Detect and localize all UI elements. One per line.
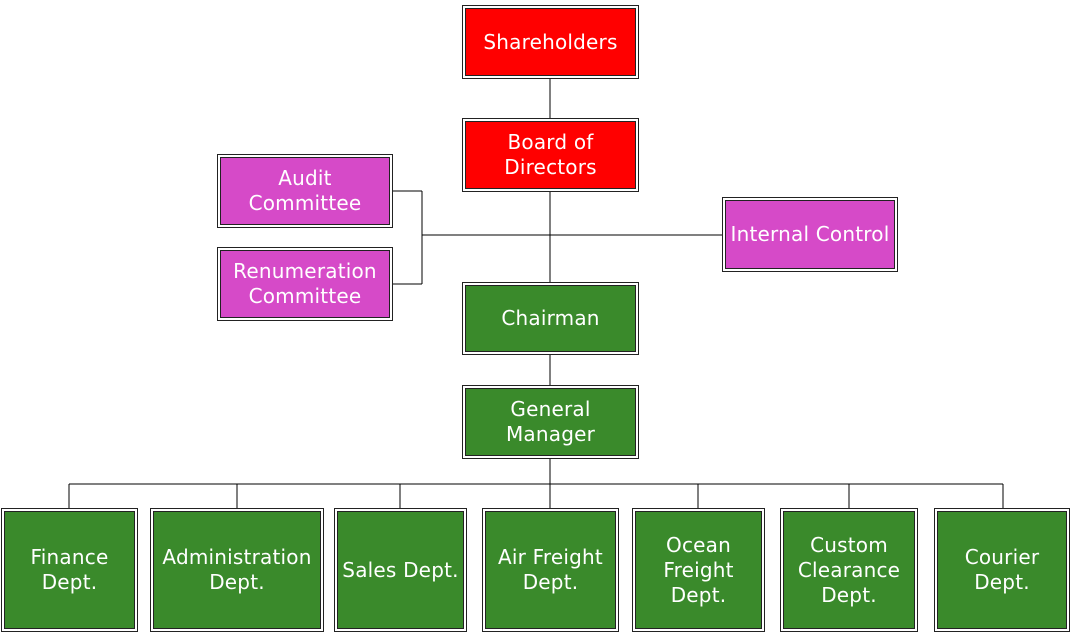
node-board-of-directors-label: Board of Directors bbox=[465, 121, 636, 189]
node-sales-dept-label: Sales Dept. bbox=[337, 511, 464, 629]
node-ocean-freight-dept-label: Ocean Freight Dept. bbox=[635, 511, 762, 629]
node-board-of-directors: Board of Directors bbox=[462, 118, 639, 192]
node-air-freight-dept-label: Air Freight Dept. bbox=[485, 511, 616, 629]
node-finance-dept-label: Finance Dept. bbox=[4, 511, 135, 629]
node-ocean-freight-dept: Ocean Freight Dept. bbox=[632, 508, 765, 632]
node-finance-dept: Finance Dept. bbox=[1, 508, 138, 632]
node-sales-dept: Sales Dept. bbox=[334, 508, 467, 632]
node-shareholders-label: Shareholders bbox=[465, 8, 636, 76]
node-internal-control-label: Internal Control bbox=[725, 200, 895, 269]
node-custom-clearance-dept: Custom Clearance Dept. bbox=[780, 508, 918, 632]
node-chairman-label: Chairman bbox=[465, 285, 636, 352]
node-audit-committee-label: Audit Committee bbox=[220, 157, 390, 225]
node-custom-clearance-dept-label: Custom Clearance Dept. bbox=[783, 511, 915, 629]
node-courier-dept-label: Courier Dept. bbox=[937, 511, 1067, 629]
node-administration-dept-label: Administration Dept. bbox=[153, 511, 321, 629]
node-renumeration-committee-label: Renumeration Committee bbox=[220, 250, 390, 318]
node-general-manager: General Manager bbox=[462, 385, 639, 459]
node-air-freight-dept: Air Freight Dept. bbox=[482, 508, 619, 632]
node-renumeration-committee: Renumeration Committee bbox=[217, 247, 393, 321]
node-administration-dept: Administration Dept. bbox=[150, 508, 324, 632]
node-general-manager-label: General Manager bbox=[465, 388, 636, 456]
node-shareholders: Shareholders bbox=[462, 5, 639, 79]
node-internal-control: Internal Control bbox=[722, 197, 898, 272]
node-audit-committee: Audit Committee bbox=[217, 154, 393, 228]
node-chairman: Chairman bbox=[462, 282, 639, 355]
node-courier-dept: Courier Dept. bbox=[934, 508, 1070, 632]
